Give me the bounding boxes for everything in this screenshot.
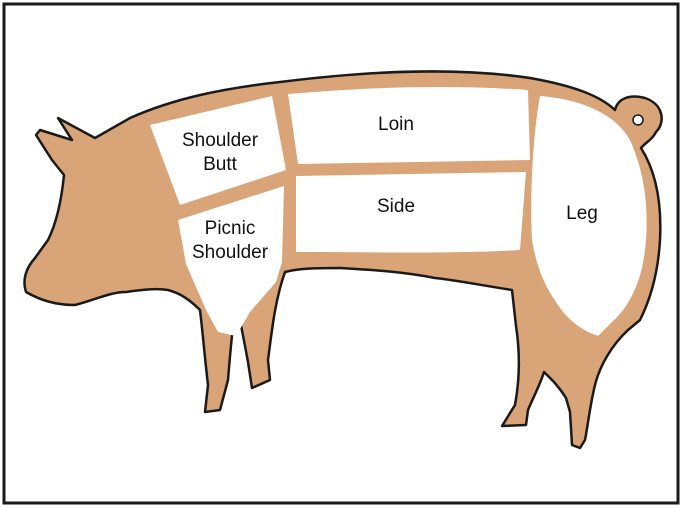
- label-shoulder-butt-line2: Butt: [203, 154, 238, 175]
- label-picnic-shoulder-line2: Shoulder: [192, 242, 269, 263]
- label-leg: Leg: [566, 203, 598, 224]
- label-loin: Loin: [378, 114, 414, 135]
- label-shoulder-butt-line1: Shoulder: [182, 130, 259, 151]
- label-side: Side: [377, 196, 415, 217]
- tail-curl: [633, 115, 643, 125]
- label-picnic-shoulder-line1: Picnic: [205, 218, 256, 239]
